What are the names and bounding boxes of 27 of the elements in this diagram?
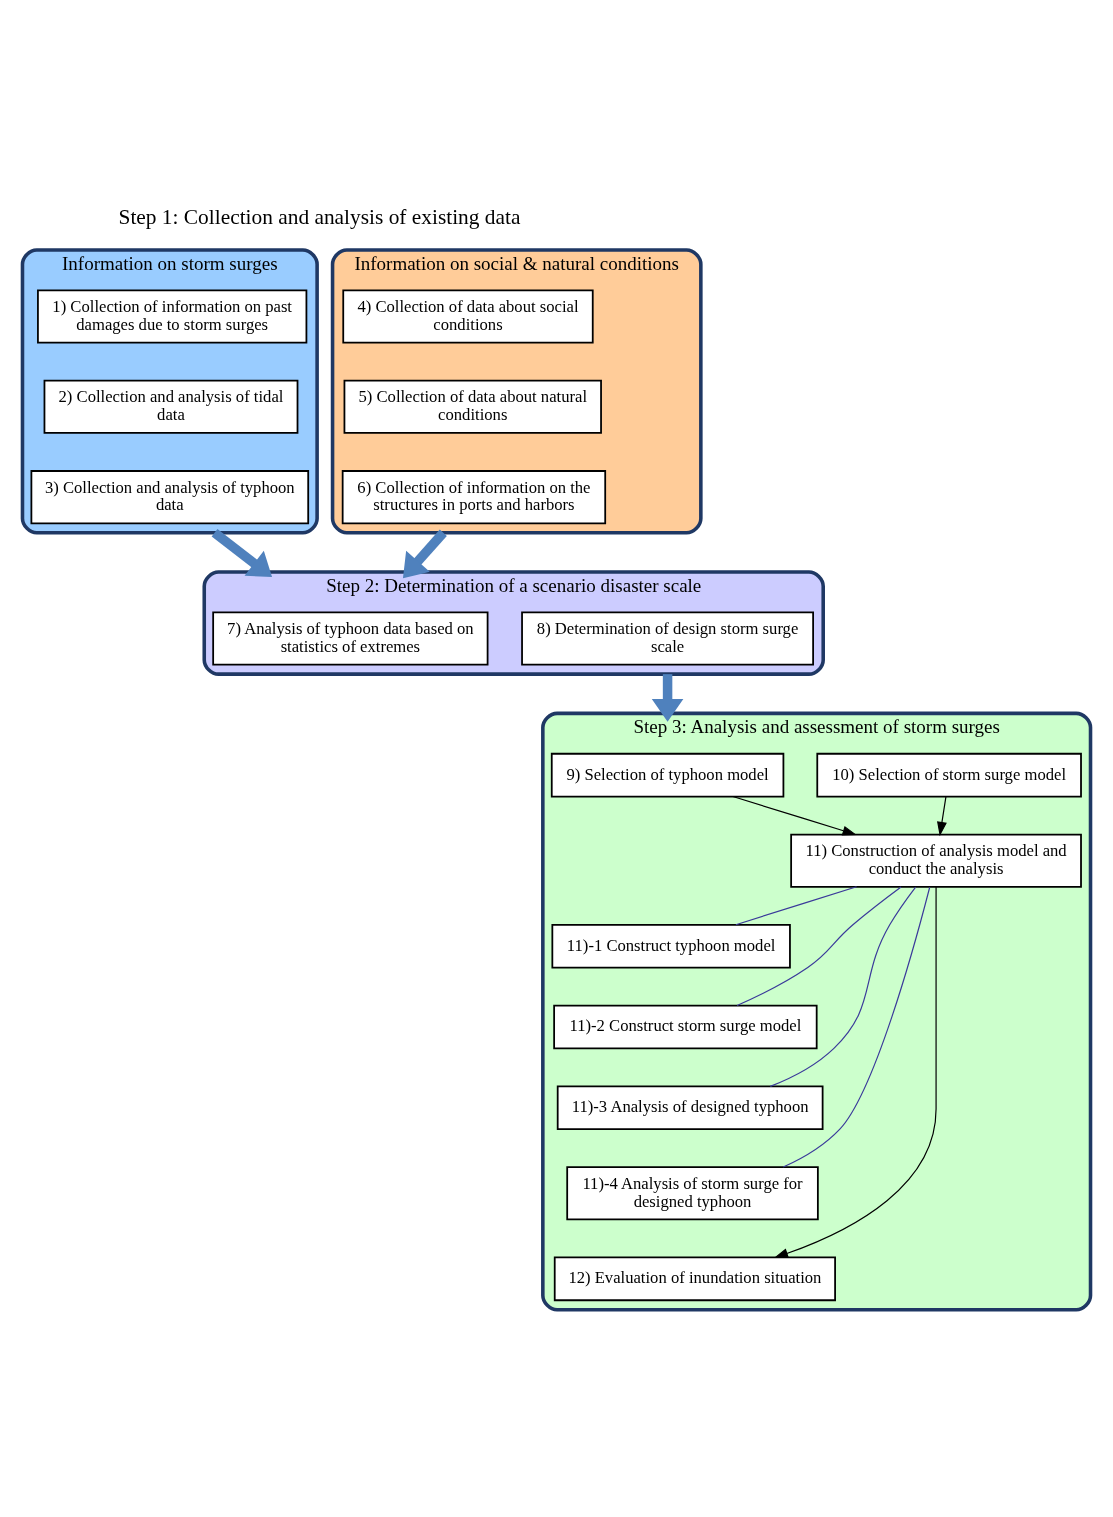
arrow (773, 886, 937, 1259)
arrow (732, 795, 857, 836)
node-box: 6) Collection of information on the structures in ports and harbors (341, 470, 607, 525)
node-box: 4) Collection of data about social conditions (342, 289, 594, 344)
arrow (211, 529, 273, 578)
arrow (937, 796, 947, 837)
label: Step 1: Collection and analysis of existing data (118, 205, 521, 230)
node-box: 3) Collection and analysis of typhoon data (30, 470, 310, 525)
node-box: 11)-1 Construct typhoon model (551, 923, 791, 969)
arrow (402, 529, 447, 579)
node-box: 1) Collection of information on past damages due to storm surges (37, 289, 308, 344)
node-box: 2) Collection and analysis of tidal data (43, 379, 299, 434)
node-box: 9) Selection of typhoon model (550, 752, 785, 798)
connector (735, 886, 858, 926)
node-box: 8) Determination of design storm surge scale (521, 611, 814, 666)
node-box: 11)-4 Analysis of storm surge for designed typhoon (566, 1166, 819, 1221)
arrow (651, 674, 684, 722)
connector (769, 886, 917, 1087)
node-box: 10) Selection of storm surge model (816, 752, 1082, 798)
node-box: 5) Collection of data about natural conditions (343, 379, 602, 434)
node-box: 11)-2 Construct storm surge model (553, 1004, 818, 1050)
connector (736, 886, 902, 1007)
node-box: 11)-3 Analysis of designed typhoon (556, 1085, 824, 1131)
node-box: 12) Evaluation of inundation situation (553, 1256, 836, 1302)
node-box: 11) Construction of analysis model and conduct the analysis (790, 833, 1082, 888)
node-box: 7) Analysis of typhoon data based on statistics of extremes (212, 611, 489, 666)
connector (782, 886, 931, 1168)
